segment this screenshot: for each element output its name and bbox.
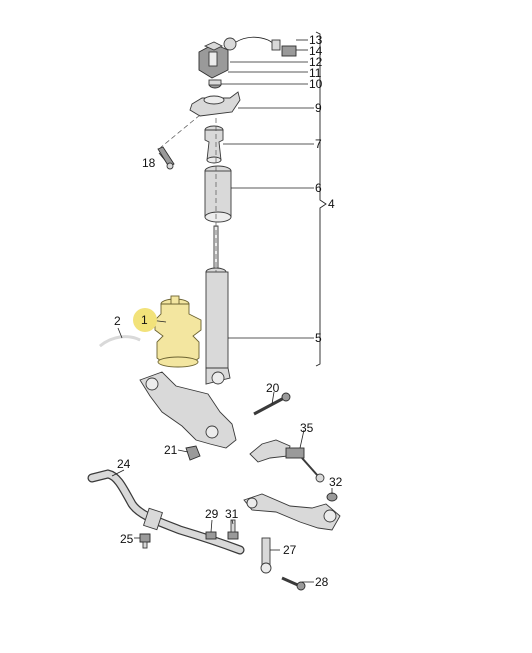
bolt-25[interactable] [139, 533, 151, 549]
air-spring-1[interactable] [154, 295, 202, 368]
air-line-2[interactable] [99, 335, 141, 348]
bolt-29[interactable] [205, 531, 217, 540]
callout-4[interactable]: 4 [328, 197, 335, 211]
callout-14[interactable]: 14 [309, 44, 323, 58]
protective-sleeve-6[interactable] [204, 165, 232, 223]
centerline-guide-18 [159, 114, 201, 149]
nut-21[interactable] [185, 445, 201, 461]
bolt-28[interactable] [281, 576, 306, 591]
callout-32[interactable]: 32 [329, 475, 343, 489]
sensor-connector[interactable] [223, 36, 297, 57]
strut-mount-9[interactable] [189, 91, 241, 117]
callout-13[interactable]: 13 [309, 33, 323, 47]
coupling-rod-27[interactable] [260, 537, 272, 574]
callout-2[interactable]: 2 [114, 314, 121, 328]
callout-5[interactable]: 5 [315, 331, 322, 345]
nut-10[interactable] [208, 79, 222, 89]
top-mount-cap[interactable] [198, 41, 229, 79]
bump-stop-7[interactable] [204, 125, 224, 164]
callout-21[interactable]: 21 [164, 443, 178, 457]
callout-24[interactable]: 24 [117, 457, 131, 471]
callout-6[interactable]: 6 [315, 181, 322, 195]
callout-29[interactable]: 29 [205, 507, 219, 521]
callout-labels: 13 14 12 11 10 9 7 6 4 5 18 1 2 20 35 21… [114, 33, 343, 589]
callout-12[interactable]: 12 [309, 55, 323, 69]
callout-7[interactable]: 7 [315, 137, 322, 151]
callout-25[interactable]: 25 [120, 532, 134, 546]
bolt-18[interactable] [157, 146, 175, 170]
callout-31[interactable]: 31 [225, 507, 239, 521]
leader-lines [111, 39, 333, 583]
callout-highlight [133, 308, 157, 332]
callout-9[interactable]: 9 [315, 101, 322, 115]
bolt-20[interactable] [253, 392, 291, 416]
callout-35[interactable]: 35 [300, 421, 314, 435]
callout-27[interactable]: 27 [283, 543, 297, 557]
callout-1[interactable]: 1 [141, 313, 148, 327]
level-sensor-35[interactable] [249, 429, 325, 483]
stabilizer-bar-24[interactable] [87, 469, 245, 555]
callout-11[interactable]: 11 [309, 66, 322, 80]
lower-control-arm[interactable] [243, 493, 341, 531]
wheel-carrier-bracket[interactable] [139, 371, 237, 449]
assembly-brace-4 [315, 31, 327, 367]
callout-10[interactable]: 10 [309, 77, 323, 91]
callout-28[interactable]: 28 [315, 575, 329, 589]
bolt-31[interactable] [227, 519, 239, 540]
callout-18[interactable]: 18 [142, 156, 156, 170]
callout-20[interactable]: 20 [266, 381, 280, 395]
shock-absorber-5[interactable] [205, 225, 231, 385]
nut-32[interactable] [326, 492, 338, 502]
